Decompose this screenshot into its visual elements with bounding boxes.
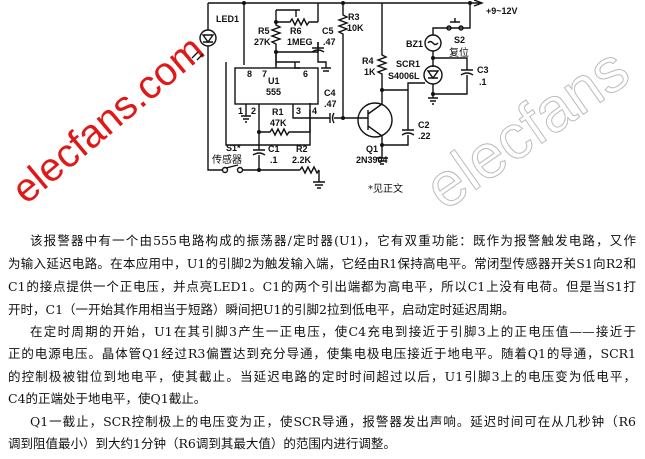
s2-label: S2 <box>454 35 465 45</box>
r6-label: R6 <box>290 26 302 36</box>
s1-desc: 传感器 <box>212 153 242 166</box>
c3-value: .1 <box>479 77 487 87</box>
c5-label: C5 <box>322 26 334 36</box>
r1-value: 47K <box>270 118 287 128</box>
r2-value: 2.2K <box>292 155 312 165</box>
c4-label: C4 <box>324 88 336 98</box>
r4-label: R4 <box>362 56 374 66</box>
c1-label: C1 <box>268 144 280 154</box>
bz1-label: BZ1 <box>406 39 423 49</box>
q1-type: 2N3904 <box>356 155 388 165</box>
pin-2: 2 <box>251 106 256 116</box>
c2-value: .22 <box>418 131 431 141</box>
scr1-type: S4006L <box>388 71 420 81</box>
paragraph-line: 该报警器中有一个由555电路构成的振荡器/定时器(U1)，它有双重功能：既作为报… <box>30 233 636 248</box>
pin-4: 4 <box>312 106 317 116</box>
paragraph-line: 正的电源电压。晶体管Q1经过R3偏置达到充分导通，使集电极电压接近于地电平。随着… <box>8 346 636 361</box>
q1-label: Q1 <box>366 144 378 154</box>
u1-type: 555 <box>266 87 281 97</box>
r5-label: R5 <box>258 26 270 36</box>
paragraph-line: C1的接点提供一个正电压，并点亮LED1。C1的两个引出端都为高电平，所以C1上… <box>8 279 636 294</box>
paragraph-line: C4的正端处于地电平，使Q1截止。 <box>8 391 207 406</box>
s1-label: S1* <box>226 143 241 153</box>
r3-label: R3 <box>348 12 360 22</box>
r3-value: 10K <box>347 23 364 33</box>
circuit-schematic: +9~12V LED1 R5 27K R6 1MEG C5 .47 R3 10K… <box>191 0 518 195</box>
paragraph-line: 的控制极被钳位到地电平，使其截止。当延迟电路的定时时间超过以后，U1引脚3上的电… <box>8 369 636 384</box>
r5-value: 27K <box>254 37 271 47</box>
pin-6: 6 <box>303 69 308 79</box>
r1-label: R1 <box>272 107 284 117</box>
paragraph-line: 调到阻值最小）到大约1分钟（R6调到其最大值）的范围内进行调整。 <box>8 436 396 451</box>
paragraph-line: Q1一截止，SCR控制极上的电压变为正，使SCR导通，报警器发出声响。延迟时间可… <box>30 414 636 429</box>
footnote: *见正文 <box>368 182 403 195</box>
pin-8: 8 <box>247 69 252 79</box>
c2-label: C2 <box>418 120 430 130</box>
r4-value: 1K <box>364 67 376 77</box>
u1-label: U1 <box>268 76 280 86</box>
pin-7: 7 <box>262 69 267 79</box>
scr1-label: SCR1 <box>396 59 420 69</box>
supply-label: +9~12V <box>486 6 518 16</box>
r2-label: R2 <box>296 144 308 154</box>
paragraph-line: 在定时周期的开始，U1在其引脚3产生一正电压，使C4充电到接近于引脚3上的正电压… <box>30 324 636 339</box>
paragraph-line: 为输入延迟电路。在本应用中，U1的引脚2为触发输入端，它经由R1保持高电平。常闭… <box>8 256 636 271</box>
s2-desc: 复位 <box>449 46 469 59</box>
c4-value: .47 <box>324 99 337 109</box>
paragraph-line: 开时，C1（一开始其作用相当于短路）瞬间把U1的引脚2拉到低电平，启动定时延迟周… <box>8 302 515 317</box>
c3-label: C3 <box>477 65 489 75</box>
r6-value: 1MEG <box>287 37 313 47</box>
c1-value: .1 <box>270 155 278 165</box>
led1-label: LED1 <box>216 14 239 24</box>
pin-3: 3 <box>296 106 301 116</box>
c5-value: .47 <box>323 37 336 47</box>
pin-1: 1 <box>238 106 243 116</box>
